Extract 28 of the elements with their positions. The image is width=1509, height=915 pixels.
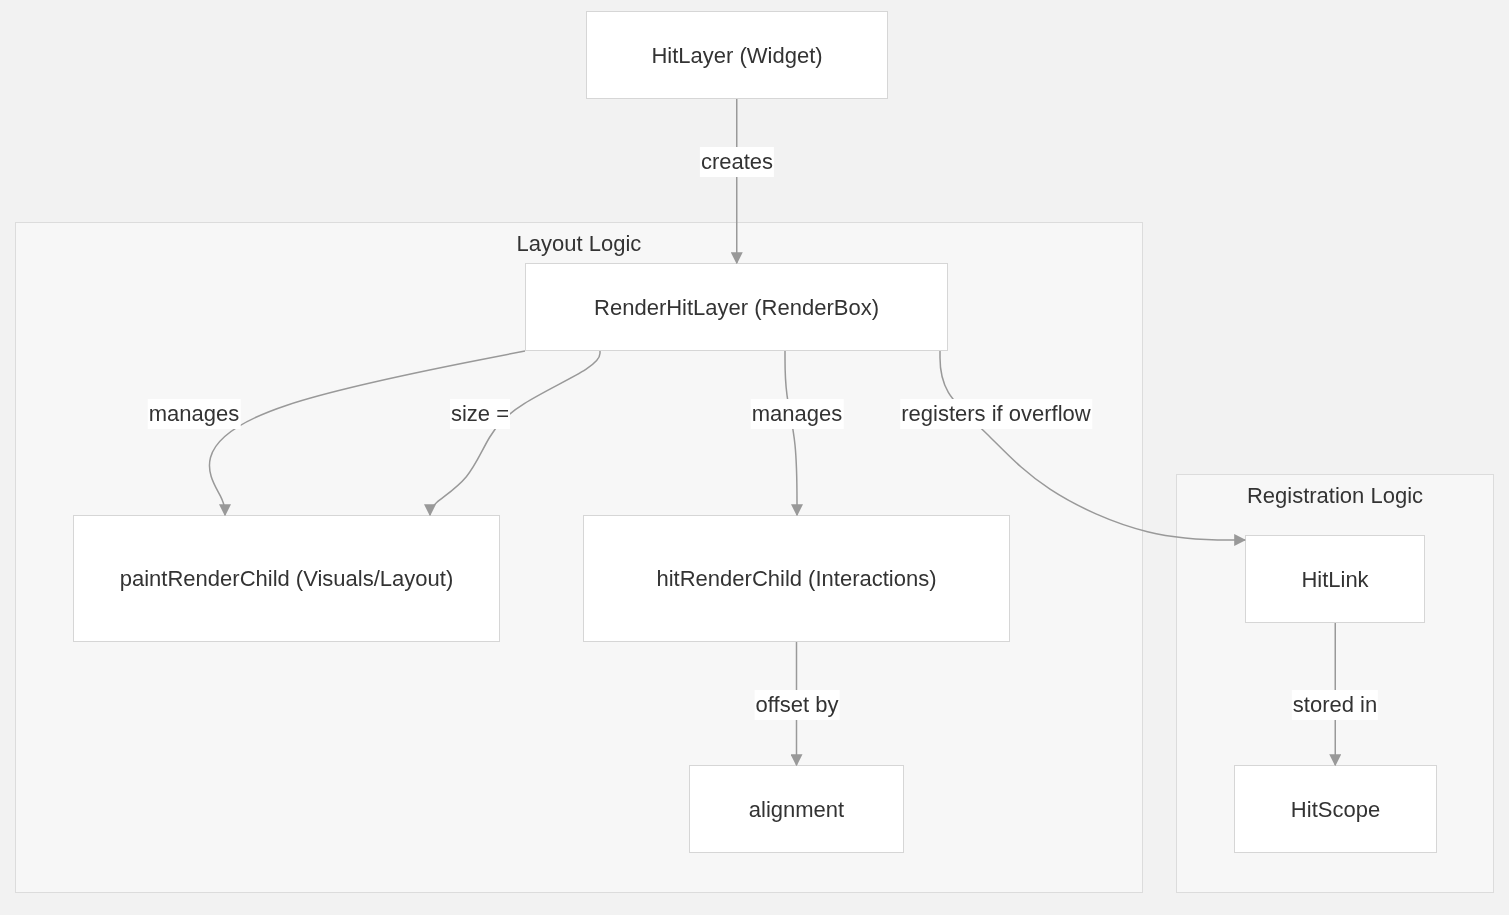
node-label: HitLink [1300, 565, 1370, 594]
process-box [1234, 765, 1437, 853]
arrow [424, 350, 601, 517]
node-label: HitScope [1289, 795, 1382, 824]
group-title: Registration Logic [1245, 483, 1425, 509]
edge-label: manages [147, 399, 241, 429]
node-label: hitRenderChild (Interactions) [655, 565, 938, 593]
group-container [1176, 474, 1494, 893]
process-box [1245, 535, 1425, 623]
node-label: RenderHitLayer (RenderBox) [593, 293, 880, 322]
process-box [689, 765, 904, 853]
node-label: HitLayer (Widget) [650, 41, 824, 70]
edge-label: creates [699, 147, 775, 177]
group-title: Layout Logic [515, 231, 643, 257]
process-box [73, 515, 500, 642]
node-label: paintRenderChild (Visuals/Layout) [118, 565, 455, 593]
process-box [583, 515, 1010, 642]
arrow [939, 350, 1247, 546]
group-container [15, 222, 1143, 893]
edge-label: offset by [754, 690, 840, 720]
arrow [208, 350, 526, 517]
edge-label: size = [449, 399, 511, 429]
edge-label: stored in [1291, 690, 1379, 720]
process-box [525, 263, 948, 351]
node-label: alignment [747, 795, 846, 824]
edge-label: manages [750, 399, 844, 429]
edge-label: registers if overflow [900, 399, 1092, 429]
process-box [586, 11, 888, 99]
